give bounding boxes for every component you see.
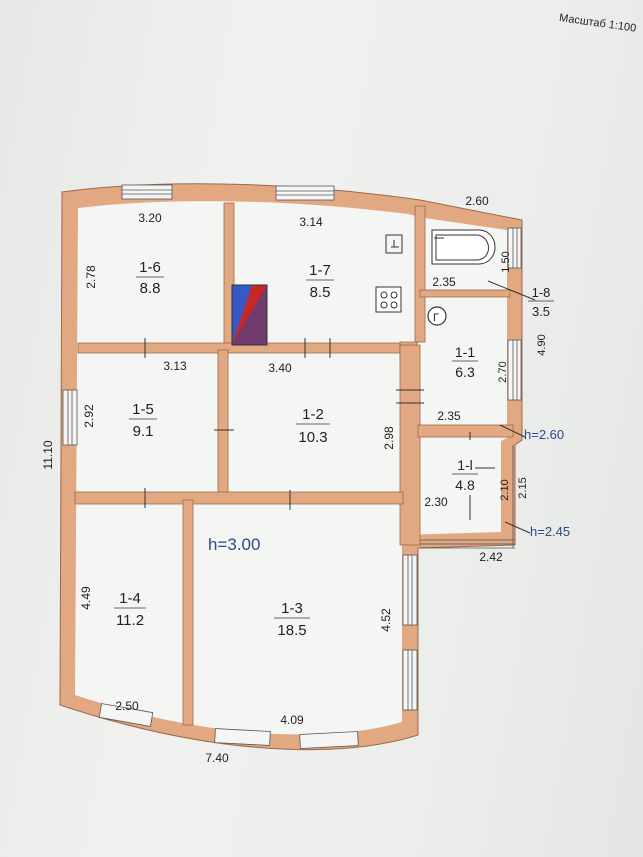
leader-lines <box>475 280 536 534</box>
dim-label: 7.40 <box>205 751 229 765</box>
dim-label: 4.49 <box>79 586 93 610</box>
room-area: 6.3 <box>455 364 475 380</box>
room-1-6: 1-6 8.8 <box>136 259 164 297</box>
room-id: 1-4 <box>119 590 141 607</box>
dim-label: 3.13 <box>163 359 187 373</box>
boiler-icon: Г <box>427 306 447 326</box>
dim-label: 4.52 <box>379 608 393 632</box>
room-id: 1-2 <box>302 406 324 423</box>
dim-label: 3.40 <box>268 361 292 375</box>
room-1-3: 1-3 18.5 <box>274 600 310 639</box>
dim-label: 2.42 <box>479 550 503 564</box>
height-label-245: h=2.45 <box>530 524 570 539</box>
dim-label: 2.10 <box>499 479 511 500</box>
window-bottom-right <box>299 731 359 749</box>
window-right-11 <box>507 339 522 401</box>
window-bottom-left <box>98 703 154 727</box>
sink-icon <box>385 234 403 254</box>
dim-label: 4.90 <box>536 334 548 355</box>
wall-v-15-12 <box>217 349 229 501</box>
dim-label: 2.35 <box>432 275 456 289</box>
dim-label: 11.10 <box>41 440 55 469</box>
room-area: 11.2 <box>116 612 144 629</box>
room-id: 1-3 <box>281 600 303 617</box>
room-id: 1-6 <box>139 259 161 276</box>
window-right-13b <box>402 649 418 711</box>
entrance-porch <box>420 445 515 549</box>
room-id: 1-7 <box>309 262 331 279</box>
height-label-260: h=2.60 <box>524 427 564 442</box>
bathtub-icon <box>431 229 496 265</box>
room-1-5: 1-5 9.1 <box>129 401 157 440</box>
room-1-8: 1-8 3.5 <box>528 285 554 319</box>
wall-h-18 <box>419 289 511 298</box>
stove-icon <box>375 286 402 313</box>
wall-v-14-13 <box>182 499 194 726</box>
wall-h-row2 <box>74 491 404 505</box>
room-area: 4.8 <box>455 477 475 493</box>
room-1-4: 1-4 11.2 <box>114 590 146 629</box>
dim-label: 2.98 <box>382 426 396 450</box>
window-right-13a <box>402 554 418 626</box>
dim-label: 3.20 <box>138 211 162 225</box>
dim-label: 2.50 <box>115 699 139 713</box>
window-bottom-mid <box>214 728 271 746</box>
room-1-7: 1-7 8.5 <box>306 262 334 301</box>
dim-label: 1.50 <box>500 251 512 272</box>
dim-label: 2.60 <box>465 194 489 208</box>
room-id: 1-l <box>457 457 473 473</box>
wall-v-17-18 <box>414 205 426 343</box>
room-area: 18.5 <box>277 622 306 639</box>
room-1-l: 1-l 4.8 <box>452 457 478 493</box>
room-id: 1-1 <box>455 344 475 360</box>
dim-label: 2.70 <box>497 361 509 382</box>
room-area: 3.5 <box>532 304 550 319</box>
dim-label: 3.14 <box>299 215 323 229</box>
wall-v-corridor <box>399 344 421 546</box>
window-top-right <box>275 185 335 201</box>
dim-label: 4.09 <box>280 713 304 727</box>
height-label-main: h=3.00 <box>208 535 260 554</box>
dimension-labels: 3.20 3.14 2.60 2.78 1.50 2.35 3.13 3.40 … <box>41 194 548 765</box>
boiler-symbol: Г <box>433 312 439 324</box>
room-area: 8.5 <box>310 284 331 301</box>
dim-label: 2.78 <box>84 265 98 289</box>
room-1-1: 1-1 6.3 <box>452 344 478 380</box>
room-id: 1-5 <box>132 401 154 418</box>
room-area: 9.1 <box>133 423 154 440</box>
chimney-icon <box>231 284 268 346</box>
window-right-18 <box>507 227 522 269</box>
dim-label: 2.15 <box>517 477 529 498</box>
dim-label: 2.30 <box>424 495 448 509</box>
dim-label: 2.92 <box>82 404 96 428</box>
dim-label: 2.35 <box>437 409 461 423</box>
wall-h-11-1l <box>417 424 514 438</box>
window-left <box>62 389 78 446</box>
room-area: 8.8 <box>140 280 161 297</box>
room-1-2: 1-2 10.3 <box>296 406 330 446</box>
door-marks <box>144 338 471 520</box>
room-id: 1-8 <box>532 285 551 300</box>
window-top-left <box>121 184 173 200</box>
room-area: 10.3 <box>298 429 327 446</box>
